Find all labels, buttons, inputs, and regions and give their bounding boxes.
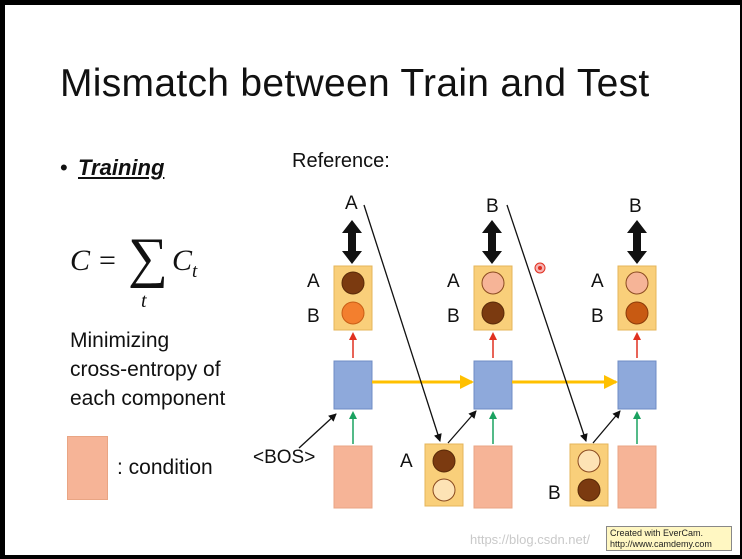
bullet-dot-icon: • [60,155,68,180]
description-line: Minimizing [70,329,170,352]
formula-sigma: ∑ [128,227,168,289]
description: Minimizing cross-entropy of each compone… [70,326,225,413]
output-label: B [447,306,460,327]
target-label: B [486,196,499,217]
output-box-3 [617,265,657,331]
input-to-cell-arrow [447,410,477,444]
output-label: A [307,271,320,292]
evercam-badge[interactable]: Created with EverCam. http://www.camdemy… [606,526,732,551]
condition-box [617,445,657,509]
input-label: B [548,483,561,504]
target-label: B [629,196,642,217]
rnn-cell-2 [473,360,513,410]
compare-arrow-icon [482,220,502,264]
reference-feed-arrow [506,204,588,442]
compare-arrow-icon [342,220,362,264]
condition-box [473,445,513,509]
condition-legend-box [67,436,108,500]
formula-lhs: C [70,244,91,277]
output-label: A [447,271,460,292]
output-label: A [591,271,604,292]
input-to-cell-arrow [592,410,621,444]
input-box-a [424,443,464,507]
input-label: A [400,451,413,472]
bos-label: <BOS> [253,447,316,468]
evercam-line1: Created with EverCam. [610,528,704,538]
slide-title: Mismatch between Train and Test [60,62,650,105]
description-line: each component [70,387,226,410]
formula-term-sub: t [192,261,198,282]
bullet-training-text: Training [78,155,165,180]
condition-legend-label: : condition [117,456,213,479]
description-line: cross-entropy of [70,358,221,381]
formula-equals: = [99,244,116,277]
output-box-1 [333,265,373,331]
formula-subscript: t [141,290,147,312]
output-label: B [307,306,320,327]
bullet-training: • Training [60,155,164,181]
reference-label: Reference: [292,150,390,172]
target-label: A [345,193,358,214]
compare-arrow-icon [627,220,647,264]
output-box-2 [473,265,513,331]
evercam-line2: http://www.camdemy.com [610,539,712,549]
output-label: B [591,306,604,327]
input-box-b [569,443,609,507]
formula-term-base: C [172,244,193,277]
bos-arrow [298,413,337,449]
watermark-url: https://blog.csdn.net/ [470,532,590,547]
condition-box [333,445,373,509]
rnn-cell-3 [617,360,657,410]
formula-term: Ct [172,244,197,283]
reference-feed-arrow [363,204,442,442]
rnn-cell-1 [333,360,373,410]
laser-pointer-icon [534,262,546,274]
